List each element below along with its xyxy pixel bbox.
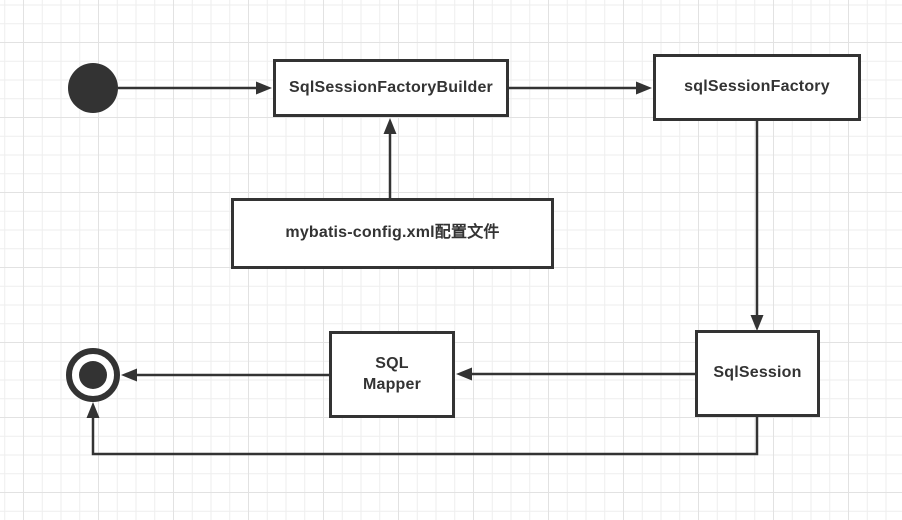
start-node[interactable]	[68, 63, 118, 113]
node-sql-mapper[interactable]: SQL Mapper	[329, 331, 455, 418]
arrowhead-into-end-bottom-icon	[86, 402, 100, 418]
node-label: SqlSession	[713, 364, 802, 382]
arrowhead-into-mapper-icon	[456, 367, 472, 381]
arrowhead-into-builder-bottom-icon	[383, 118, 397, 134]
end-node[interactable]	[66, 348, 120, 402]
arrowhead-into-factory-icon	[636, 81, 652, 95]
node-label: mybatis-config.xml配置文件	[285, 224, 500, 242]
node-label: SqlSessionFactoryBuilder	[289, 78, 493, 96]
arrowhead-into-end-icon	[121, 368, 137, 382]
node-label: SQL Mapper	[362, 354, 422, 393]
node-label: sqlSessionFactory	[684, 78, 830, 96]
node-sqlsessionfactory[interactable]: sqlSessionFactory	[653, 54, 861, 121]
arrowhead-into-builder-icon	[256, 81, 272, 95]
end-node-dot	[79, 361, 107, 389]
arrowhead-into-session-icon	[750, 315, 764, 331]
connector-session-to-end[interactable]	[91, 416, 759, 456]
node-sqlsession[interactable]: SqlSession	[695, 330, 820, 417]
node-mybatis-config-file[interactable]: mybatis-config.xml配置文件	[231, 198, 554, 269]
node-sqlsessionfactorybuilder[interactable]: SqlSessionFactoryBuilder	[273, 59, 509, 117]
